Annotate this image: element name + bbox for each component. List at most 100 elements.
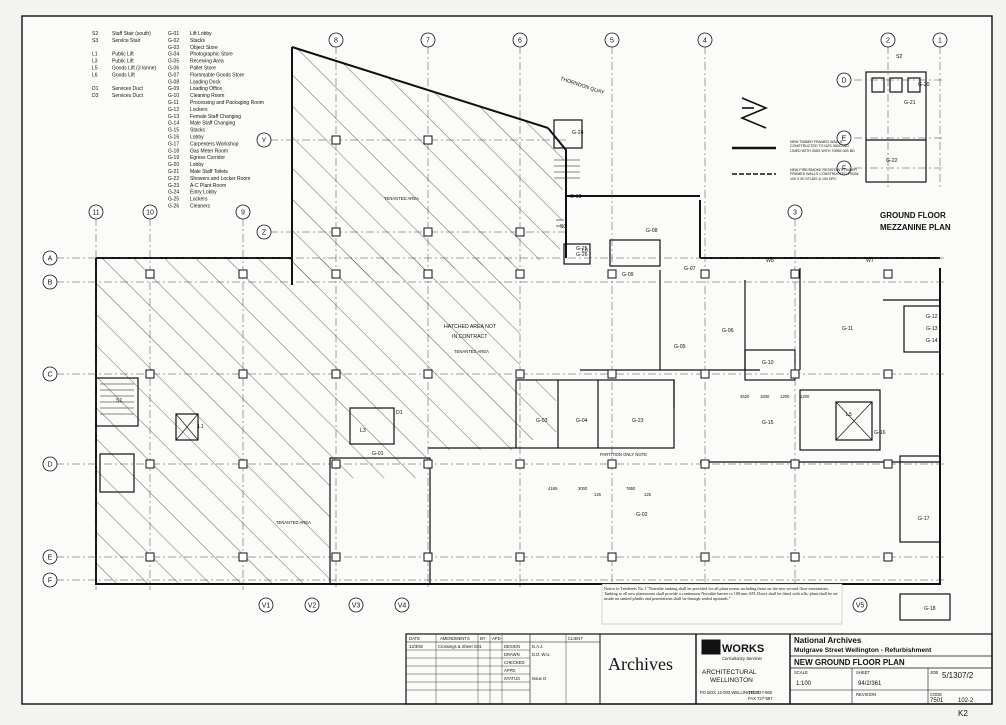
grid-balloon-mid-label: 10 (146, 210, 154, 217)
tenanted-area-label: TENANTED AREA (384, 196, 419, 201)
design-by: D.A.J. (532, 644, 543, 649)
grid-balloon-y (256, 132, 272, 148)
client-logo: Archives (608, 654, 673, 674)
legend-code: G-24 (168, 190, 179, 196)
legend-text: Loading Dock (190, 79, 221, 85)
legend-code: S3 (92, 38, 98, 44)
legend-text: Service Stair (112, 38, 141, 44)
lift-symbols (175, 401, 873, 441)
grid-balloon-top-label: 2 (886, 38, 890, 45)
legend-code: G-06 (168, 66, 179, 72)
grid-balloon-bottom-label: V2 (308, 603, 317, 610)
legend-code: G-08 (168, 79, 179, 85)
grid-balloon-right (836, 160, 852, 176)
grid-balloon-mid (235, 204, 251, 220)
legend-text: Pallet Store (190, 66, 216, 72)
legend-text: Staff Stair (south) (112, 31, 151, 37)
scale-value: 1:100 (796, 681, 812, 687)
legend-code: G-05 (168, 59, 179, 65)
drawn-by: D.D. W.U. (532, 652, 551, 657)
mezzanine-plan-title: GROUND FLOOR (880, 211, 946, 220)
grid-balloon-left-label: C (47, 372, 52, 379)
room-tag: G-25 (576, 246, 588, 252)
legend-code: G-15 (168, 128, 179, 134)
stairs (100, 159, 580, 415)
room-tag: G-23 (632, 418, 644, 424)
grid-balloon-top (328, 32, 344, 48)
mezzanine-plan-title: MEZZANINE PLAN (880, 223, 951, 232)
dimension-label: 1830 (760, 394, 770, 399)
grid-balloon-right-label: E (842, 136, 847, 143)
job-label: JOB (930, 670, 938, 675)
legend-text: Cleaners (190, 204, 211, 210)
legend-code: G-20 (168, 162, 179, 168)
legend-code: G-09 (168, 86, 179, 92)
legend-code: G-12 (168, 107, 179, 113)
legend-text: Loading Office (190, 86, 222, 92)
legend-text: Female Staff Changing (190, 114, 241, 120)
legend-text: Lobby (190, 135, 204, 141)
checked-label: CHECKED (504, 660, 524, 665)
grid-balloon-y-label: Z (262, 230, 267, 237)
grid-balloon-bottom (394, 597, 410, 613)
partition-note: PARTITION ONLY NOTE (600, 452, 647, 457)
sheet-title: NEW GROUND FLOOR PLAN (794, 658, 905, 667)
legend-code: G-25 (168, 197, 179, 203)
status-value: Issue D (532, 676, 546, 681)
grid-balloon-mid (787, 204, 803, 220)
room-tag: G-15 (762, 420, 774, 426)
legend-text: Public Lift (112, 59, 134, 65)
amend-date: 13/3/92 (409, 644, 424, 649)
legend-code: G-21 (168, 169, 179, 175)
grid-balloon-bottom (304, 597, 320, 613)
grid-balloon-top-label: 6 (518, 38, 522, 45)
legend-text: Receiving Area (190, 59, 224, 65)
tenanted-area-label: TENANTED AREA (276, 520, 311, 525)
legend-linetypes (732, 146, 776, 175)
legend-code: G-23 (168, 183, 179, 189)
drawing-number: 102-2 (958, 698, 974, 704)
legend-code: L3 (92, 59, 98, 65)
tender-note: Notice to Tenderers No.1 "Notralite tank… (604, 586, 838, 601)
sheet-label: SHEET (856, 670, 870, 675)
dimension-label: 125 (644, 492, 652, 497)
apd-header: APD (492, 636, 501, 641)
legend-text: Services Duct (112, 93, 143, 99)
grid-balloon-top-label: 4 (703, 38, 707, 45)
design-label: DESIGN (504, 644, 520, 649)
legend-code: G-03 (168, 45, 179, 51)
room-tag: G-20 (918, 82, 930, 88)
grid-balloon-left-label: B (48, 280, 53, 287)
legend-code: G-13 (168, 114, 179, 120)
legend-text: A-C Plant Room (190, 183, 226, 189)
grid-balloon-left-label: A (48, 256, 53, 263)
grid-balloon-left (42, 456, 58, 472)
legend-code: G-02 (168, 38, 179, 44)
room-tag: W8 (766, 258, 774, 264)
legend-text: Egress Corridor (190, 155, 225, 161)
firm-logo: WORKS (722, 643, 764, 655)
legend-text: Male Staff Toilets (190, 169, 228, 175)
room-tag: L5 (846, 412, 852, 418)
grid-balloon-bottom (258, 597, 274, 613)
grid-balloon-right (836, 72, 852, 88)
project-name: National Archives (794, 636, 862, 645)
grid-balloon-y (256, 224, 272, 240)
legend-text: Cleaning Room (190, 93, 224, 99)
room-tag: G-12 (926, 314, 938, 320)
grid-balloon-left (42, 250, 58, 266)
legend-text: Lobby (190, 162, 204, 168)
legend-code: G-14 (168, 121, 179, 127)
legend-text: Entry Lobby (190, 190, 217, 196)
grid-balloon-left (42, 549, 58, 565)
legend-text: Object Store (190, 45, 218, 51)
room-tag: G-14 (926, 338, 938, 344)
room-tag: G-08 (646, 228, 658, 234)
amend-text: Crossings & Sheet G01 (438, 644, 482, 649)
dimension-label: 125 (594, 492, 602, 497)
grid-balloon-mid-label: 9 (241, 210, 245, 217)
grid-balloon-right-label: D (841, 78, 846, 85)
firm-tel: TEL 727-650 (748, 690, 773, 695)
